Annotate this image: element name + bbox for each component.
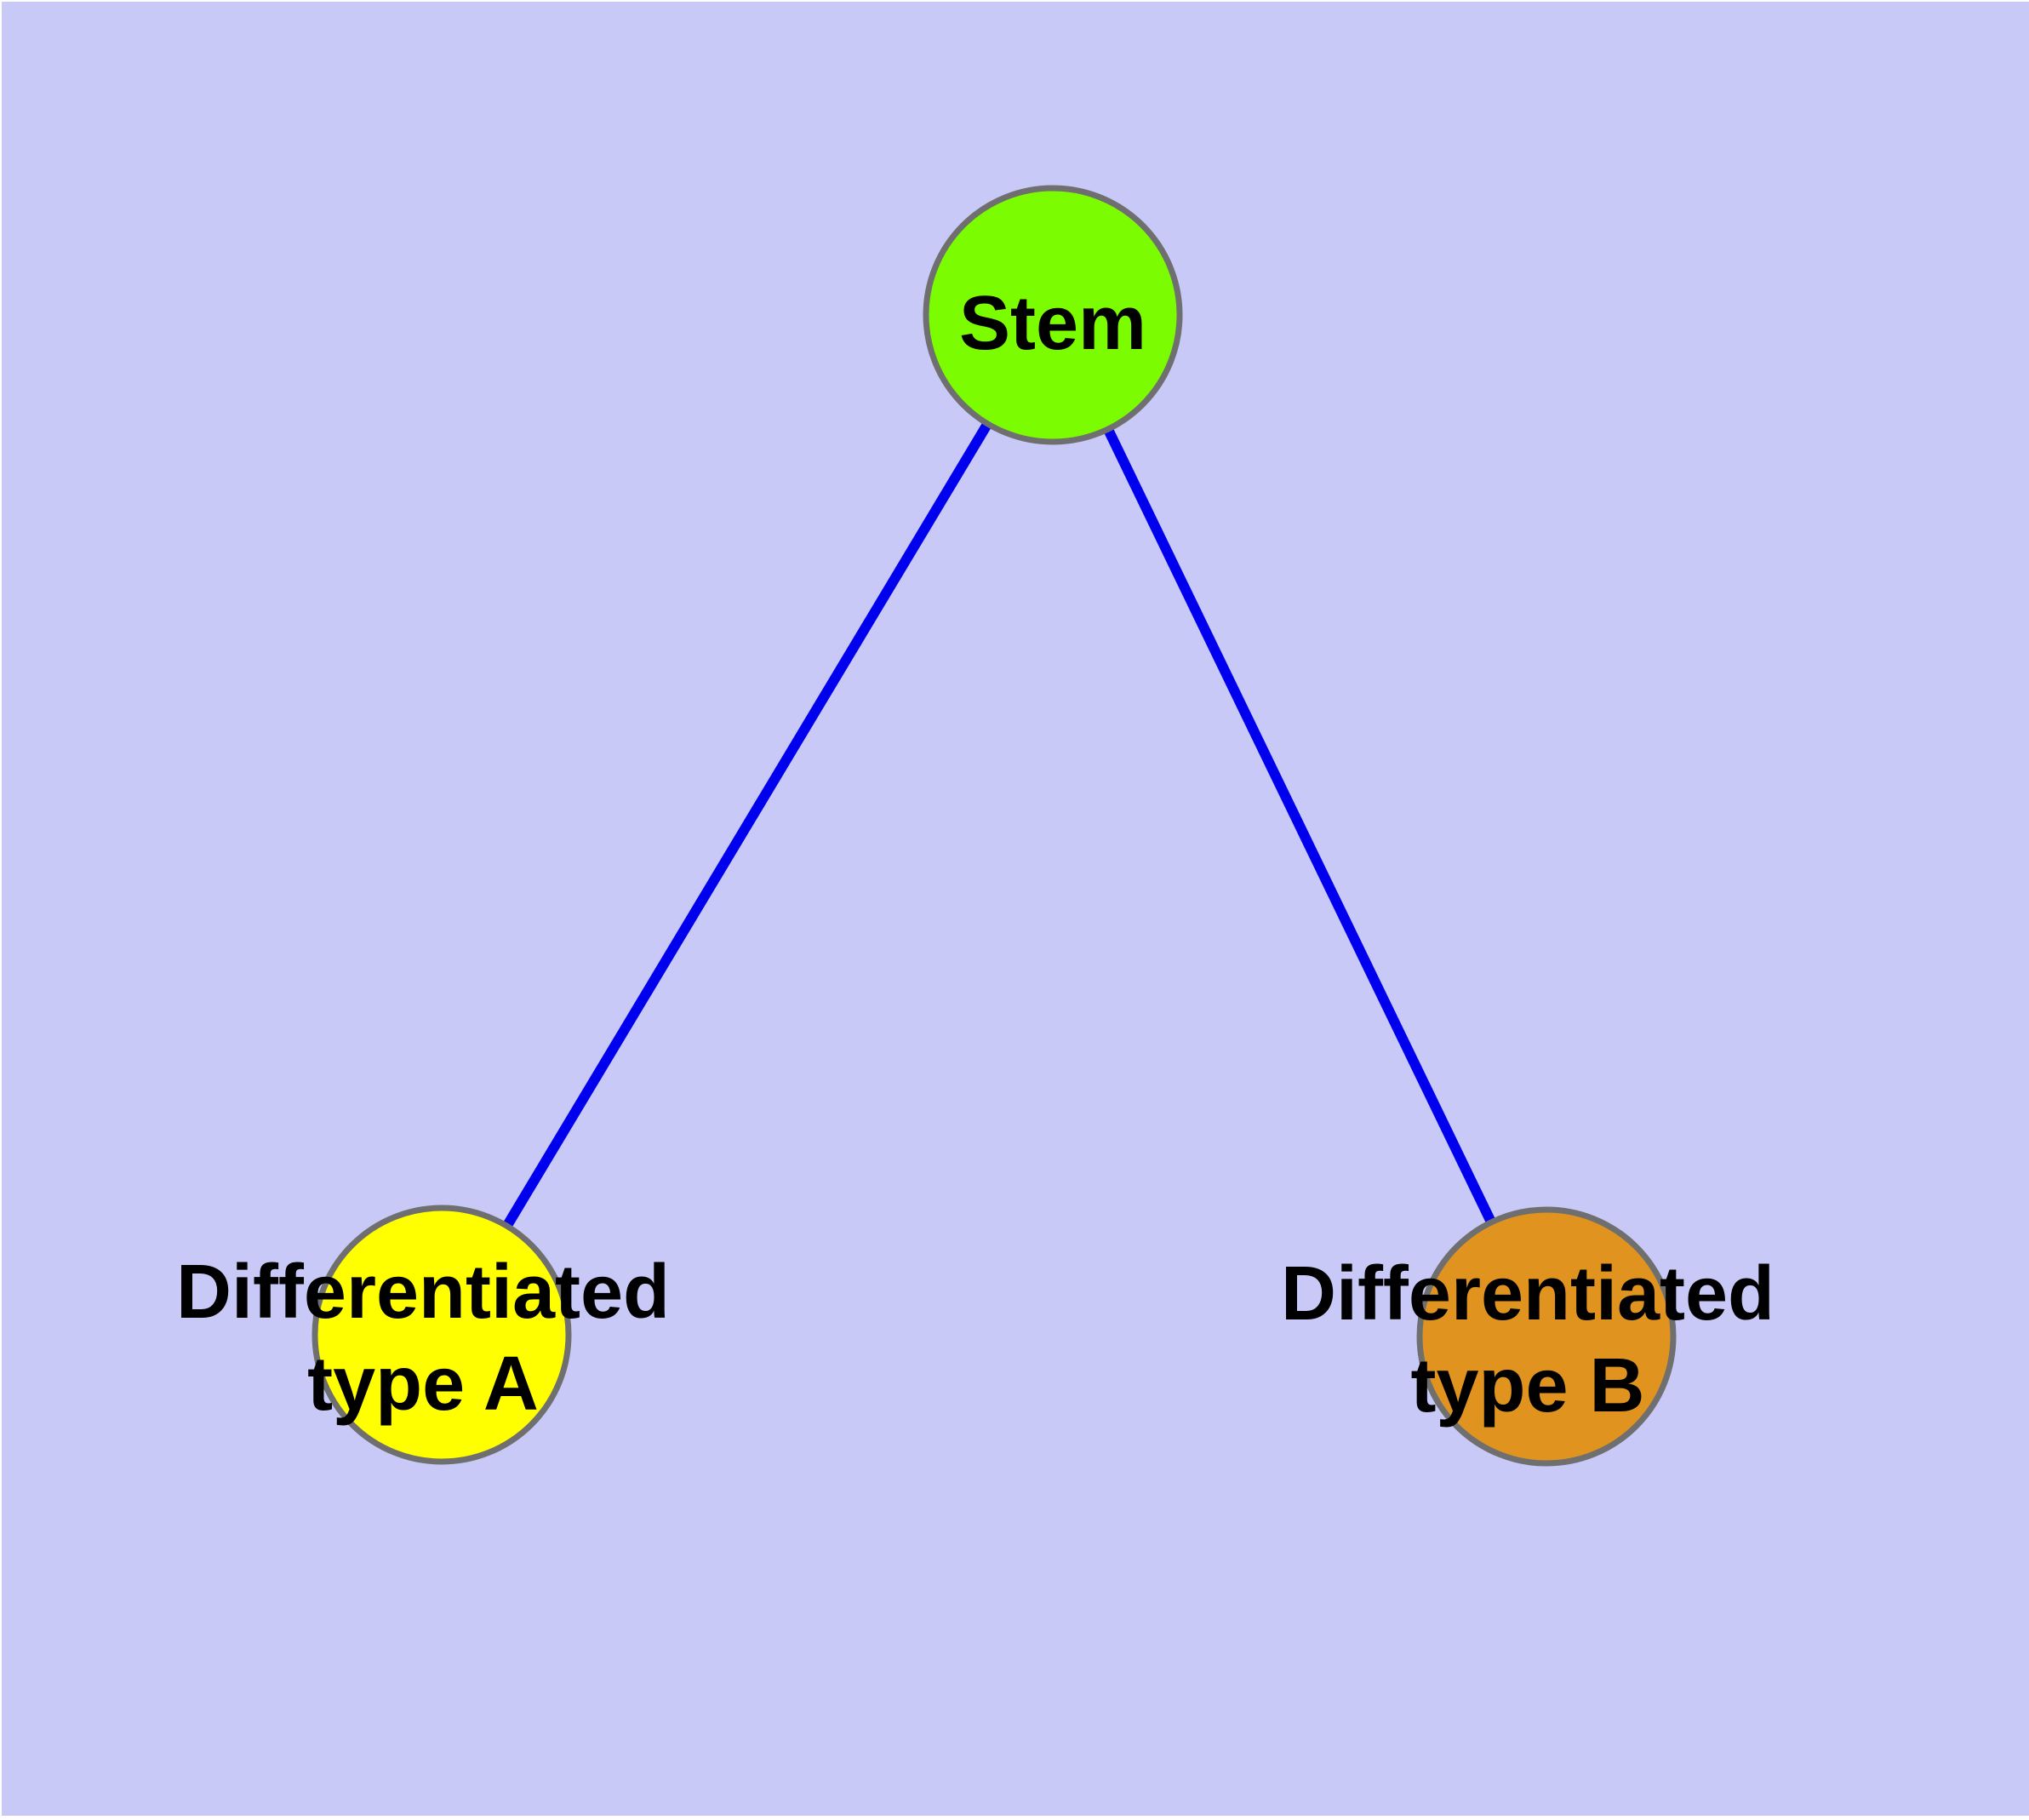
node-differentiated-type-b-circle	[1416, 1206, 1677, 1467]
node-stem-label-line-1: Stem	[959, 281, 1146, 366]
node-differentiated-type-b-label-line-2: type B	[1410, 1343, 1644, 1428]
node-differentiated-type-a-circle	[311, 1205, 572, 1465]
node-differentiated-type-b-label-line-1: Differentiated	[1281, 1251, 1775, 1336]
node-differentiated-type-a-label-line-1: Differentiated	[176, 1250, 670, 1335]
node-stem-circle	[923, 185, 1183, 445]
edge-stem-to-differentiated-type-b	[1048, 312, 1552, 1339]
node-stem-label: Stem	[959, 281, 1146, 366]
node-stem: Stem	[923, 185, 1183, 445]
edges-layer	[437, 312, 1552, 1339]
edge-stem-to-differentiated-type-a	[437, 312, 1058, 1338]
node-differentiated-type-a-label-line-2: type A	[307, 1342, 539, 1427]
